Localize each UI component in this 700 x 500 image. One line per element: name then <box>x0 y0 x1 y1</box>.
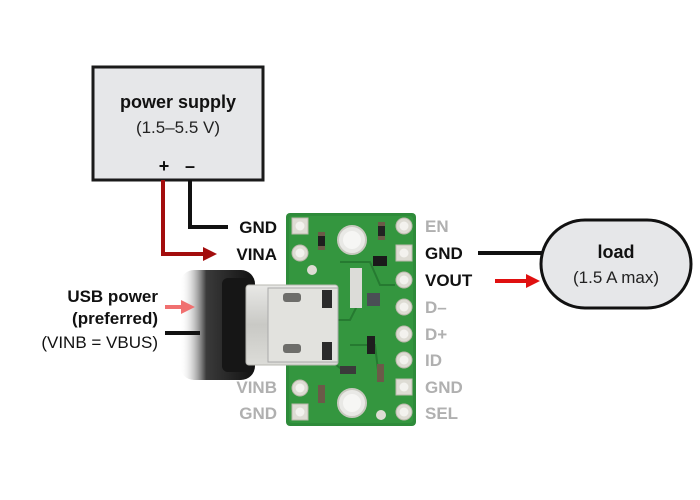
load-title: load <box>597 242 634 262</box>
pin-label-gnd-left: GND <box>239 218 277 237</box>
positive-terminal-label: + <box>159 156 170 176</box>
power-supply-title: power supply <box>120 92 236 112</box>
pin-label-id: ID <box>425 351 442 370</box>
load-rating: (1.5 A max) <box>573 268 659 287</box>
pin-label-vina: VINA <box>236 245 277 264</box>
vina-arrowhead <box>203 247 217 261</box>
usb-power-vinb-label: (VINB = VBUS) <box>41 333 158 352</box>
vout-arrowhead <box>526 274 540 288</box>
usb-cable-plug <box>180 270 255 380</box>
negative-terminal-label: – <box>185 156 195 176</box>
pin-label-vinb: VINB <box>236 378 277 397</box>
pin-label-vout: VOUT <box>425 271 473 290</box>
pin-label-en: EN <box>425 217 449 236</box>
pin-label-gnd-bottom-left: GND <box>239 404 277 423</box>
power-supply-box: power supply (1.5–5.5 V) + – <box>91 65 265 182</box>
pin-label-gnd-right: GND <box>425 244 463 263</box>
power-supply-range: (1.5–5.5 V) <box>136 118 220 137</box>
usb-power-preferred-label: (preferred) <box>72 309 158 328</box>
pin-label-d-minus: D– <box>425 298 447 317</box>
usb-power-mux-board <box>286 213 416 426</box>
micro-usb-receptacle <box>245 284 339 366</box>
pin-label-d-plus: D+ <box>425 325 447 344</box>
load-box: load (1.5 A max) <box>539 218 693 310</box>
pin-label-sel: SEL <box>425 404 458 423</box>
usb-power-arrowhead <box>181 300 195 314</box>
vina-wire <box>161 180 205 256</box>
pin-label-gnd-bottom-right: GND <box>425 378 463 397</box>
gnd-wire <box>188 180 228 229</box>
usb-power-label: USB power <box>67 287 158 306</box>
